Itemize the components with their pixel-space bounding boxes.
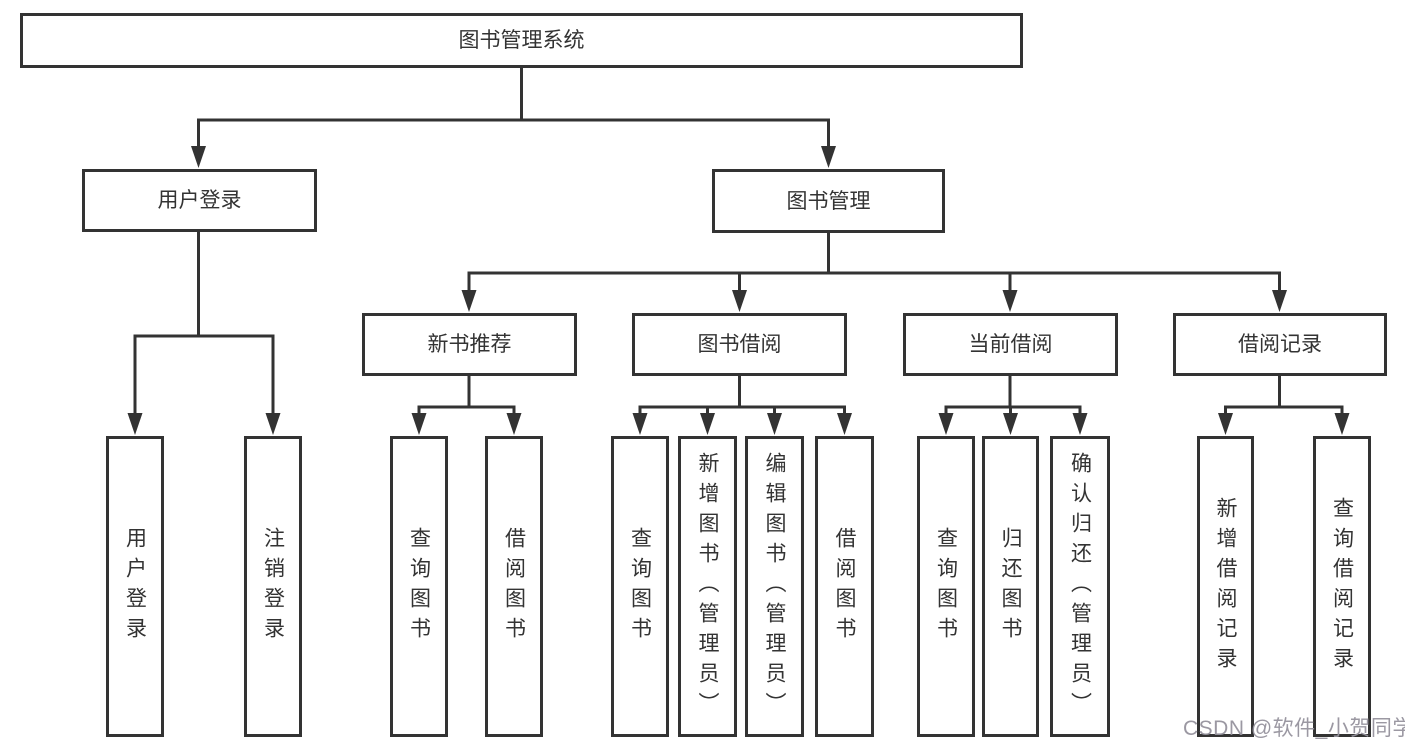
node-root-label: 图书管理系统 [458, 29, 585, 52]
node-user-login-label: 用户登录 [157, 189, 242, 212]
leaf-user-login: 用户登录 [106, 436, 164, 737]
node-book-borrowing-label: 图书借阅 [697, 333, 782, 356]
leaf-borrow-books-borrowing-label: 借阅图书 [833, 526, 856, 647]
csdn-watermark: CSDN @软件_小贺同学 [1183, 717, 1405, 740]
leaf-borrow-books-recommend-label: 借阅图书 [502, 526, 526, 647]
leaf-query-books-recommend: 查询图书 [390, 436, 448, 737]
node-borrowing-records: 借阅记录 [1173, 313, 1387, 376]
leaf-return-book: 归还图书 [982, 436, 1039, 737]
leaf-query-books-borrowing-label: 查询图书 [628, 526, 652, 647]
node-user-login: 用户登录 [82, 169, 317, 232]
node-borrowing-records-label: 借阅记录 [1238, 333, 1322, 356]
leaf-query-books-current: 查询图书 [917, 436, 975, 737]
node-new-book-recommendation: 新书推荐 [362, 313, 577, 376]
node-book-management: 图书管理 [712, 169, 945, 233]
leaf-add-book-admin-label: 新增图书（管理员） [696, 451, 719, 722]
leaf-return-book-label: 归还图书 [999, 526, 1022, 647]
leaf-logout: 注销登录 [244, 436, 302, 737]
node-book-management-label: 图书管理 [786, 189, 871, 213]
node-current-borrowing-label: 当前借阅 [968, 333, 1053, 356]
leaf-borrow-books-borrowing: 借阅图书 [815, 436, 874, 737]
leaf-logout-label: 注销登录 [261, 526, 285, 647]
leaf-edit-book-admin-label: 编辑图书（管理员） [763, 451, 786, 722]
leaf-edit-book-admin: 编辑图书（管理员） [745, 436, 804, 737]
leaf-add-borrow-record-label: 新增借阅记录 [1214, 496, 1237, 677]
node-new-book-recommendation-label: 新书推荐 [427, 333, 512, 356]
leaf-add-book-admin: 新增图书（管理员） [678, 436, 737, 737]
leaf-query-borrow-record-label: 查询借阅记录 [1330, 496, 1354, 677]
leaf-query-books-current-label: 查询图书 [934, 526, 958, 647]
leaf-query-books-recommend-label: 查询图书 [407, 526, 431, 647]
leaf-borrow-books-recommend: 借阅图书 [485, 436, 543, 737]
leaf-query-borrow-record: 查询借阅记录 [1313, 436, 1371, 737]
leaf-confirm-return-admin-label: 确认归还（管理员） [1068, 451, 1092, 722]
leaf-confirm-return-admin: 确认归还（管理员） [1050, 436, 1110, 737]
leaf-add-borrow-record: 新增借阅记录 [1197, 436, 1254, 737]
leaf-query-books-borrowing: 查询图书 [611, 436, 669, 737]
node-current-borrowing: 当前借阅 [903, 313, 1118, 376]
node-book-borrowing: 图书借阅 [632, 313, 847, 376]
leaf-user-login-label: 用户登录 [123, 526, 147, 647]
node-root: 图书管理系统 [20, 13, 1023, 68]
